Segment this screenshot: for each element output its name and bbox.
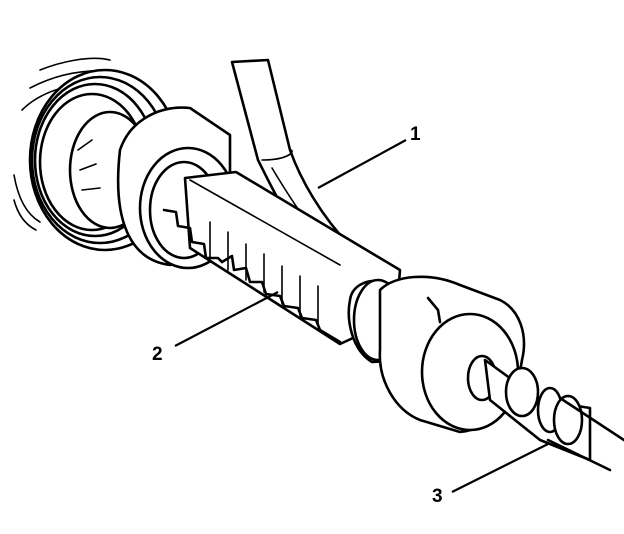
splined-shaft	[162, 170, 402, 346]
callout-1-leader	[317, 139, 407, 189]
callout-3-leader	[451, 443, 549, 493]
callout-1: 1	[410, 124, 421, 145]
output-shaft	[483, 358, 624, 472]
callout-2: 2	[152, 344, 163, 365]
driver-handle	[347, 275, 526, 434]
callout-3: 3	[432, 486, 443, 507]
callout-2-leader	[174, 291, 279, 347]
